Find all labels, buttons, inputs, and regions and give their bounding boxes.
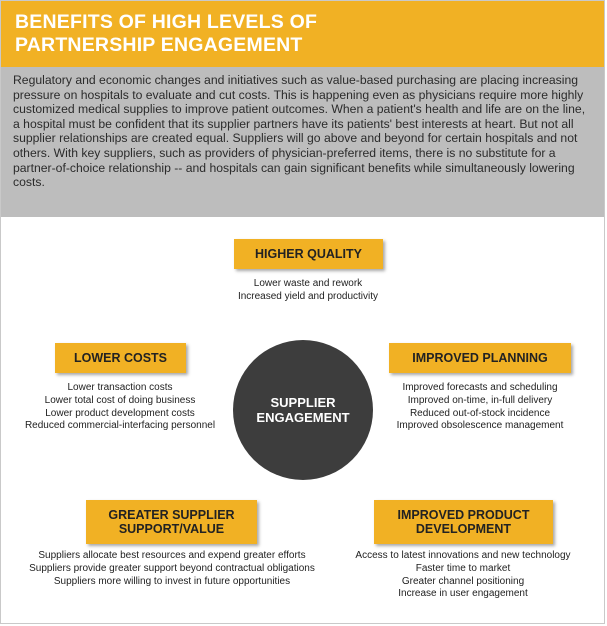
intro-text: Regulatory and economic changes and init… xyxy=(13,73,586,190)
improved-planning-label: IMPROVED PLANNING xyxy=(389,343,571,373)
greater-supplier-support-label: GREATER SUPPLIER SUPPORT/VALUE xyxy=(86,500,257,544)
list-item: Access to latest innovations and new tec… xyxy=(355,550,571,561)
list-item: Faster time to market xyxy=(415,562,511,574)
list-item: Improved forecasts and scheduling xyxy=(402,382,558,393)
intro-panel: Regulatory and economic changes and init… xyxy=(1,67,604,217)
lower-costs-label: LOWER COSTS xyxy=(55,343,186,373)
list-item: Suppliers allocate best resources and ex… xyxy=(38,550,306,561)
list-item: Greater channel positioning xyxy=(401,575,525,587)
list-item: Reduced commercial-interfacing personnel xyxy=(24,420,216,432)
higher-quality-label: HIGHER QUALITY xyxy=(234,239,383,269)
header-banner: BENEFITS OF HIGH LEVELS OF PARTNERSHIP E… xyxy=(1,1,604,67)
list-item: Improved obsolescence management xyxy=(396,420,564,432)
list-item: Increase in user engagement xyxy=(398,588,528,600)
page-title: BENEFITS OF HIGH LEVELS OF PARTNERSHIP E… xyxy=(15,11,318,56)
list-item: Increased yield and productivity xyxy=(237,290,379,302)
improved-product-development-label: IMPROVED PRODUCT DEVELOPMENT xyxy=(374,500,553,544)
list-item: Lower product development costs xyxy=(45,407,195,419)
greater-supplier-support-list: Suppliers allocate best resources and ex… xyxy=(21,550,323,588)
list-item: Reduced out-of-stock incidence xyxy=(409,407,551,419)
list-item: Lower total cost of doing business xyxy=(44,394,196,406)
list-item: Lower transaction costs xyxy=(67,382,173,393)
supplier-engagement-circle: SUPPLIER ENGAGEMENT xyxy=(233,340,373,480)
list-item: Suppliers more willing to invest in futu… xyxy=(53,575,291,587)
list-item: Improved on-time, in-full delivery xyxy=(407,394,553,406)
improved-product-development-list: Access to latest innovations and new tec… xyxy=(344,550,582,601)
list-item: Lower waste and rework xyxy=(253,278,363,289)
benefits-diagram: SUPPLIER ENGAGEMENT HIGHER QUALITY Lower… xyxy=(1,217,604,623)
list-item: Suppliers provide greater support beyond… xyxy=(29,562,315,574)
